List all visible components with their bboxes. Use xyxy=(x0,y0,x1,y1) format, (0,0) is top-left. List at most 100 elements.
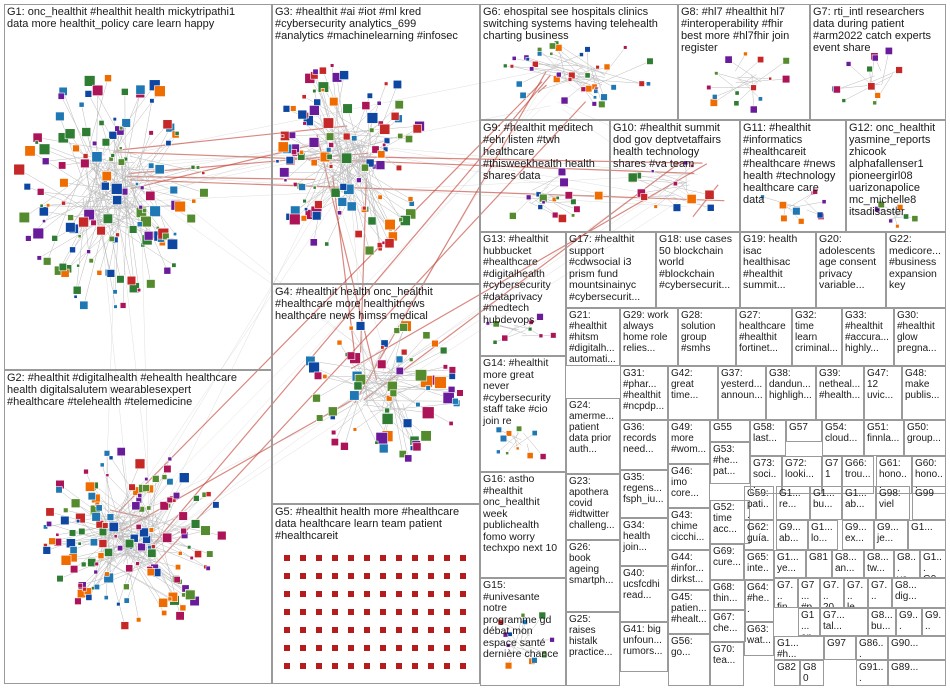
group-box-g7: G7: rti_intl researchers data during pat… xyxy=(810,4,946,120)
group-label-g75: G7... tal... xyxy=(823,610,865,632)
group-label-g106: G1... G9... xyxy=(923,552,943,578)
group-label-g54: G54: cloud... xyxy=(825,422,861,444)
group-label-g38: G38: dandun... highligh... xyxy=(769,368,813,401)
group-label-g15: G15: #univesante notre programme gd déba… xyxy=(483,580,563,661)
group-box-g62: G62: guía... xyxy=(744,520,774,550)
group-box-g79: G7... xyxy=(868,578,892,608)
group-label-g78: G7... le... xyxy=(847,580,865,608)
group-label-g95: G9... xyxy=(925,610,943,632)
group-box-g49: G49: more #wom... xyxy=(668,420,710,464)
group-box-g41: G41: big unfoun... rumors... xyxy=(620,622,668,672)
group-box-g93: G9... je... xyxy=(874,520,908,550)
group-label-g85: G8... dig... xyxy=(895,580,943,602)
group-box-g82: G82 xyxy=(774,660,800,686)
group-box-g83: G8... yo... xyxy=(894,550,920,578)
group-box-g43: G43: chime cicchi... xyxy=(668,508,710,550)
group-label-g46: G46: imo core... xyxy=(671,466,707,499)
group-label-g13: G13: #healthit hubbucket #healthcare #di… xyxy=(483,234,563,326)
group-box-g24: G24: amerme... patient data prior auth..… xyxy=(566,398,620,474)
group-label-g23: G23: apothera covid #idtwitter challeng.… xyxy=(569,476,617,531)
group-label-g56: G56: go... xyxy=(671,636,707,658)
group-label-g102: G1... bu... xyxy=(813,488,839,510)
group-label-g66: G66: trou... xyxy=(845,458,871,480)
group-label-g47: G47: 12 uvic... xyxy=(867,368,899,401)
group-label-g31: G31: #phar... #healthit #ncpdp... xyxy=(623,368,665,412)
group-box-g34: G34: health join... xyxy=(620,518,668,566)
group-box-g67: G67: che... xyxy=(710,610,746,642)
group-box-g106: G1... G9... xyxy=(920,550,946,578)
group-label-g4: G4: #healthit health onc_healthit #healt… xyxy=(275,286,477,322)
group-box-g3: G3: #healthit #ai #iot #ml kred #cyberse… xyxy=(272,4,480,284)
group-label-g67: G67: che... xyxy=(713,612,743,634)
group-box-g37: G37: yesterd... announ... xyxy=(718,366,766,420)
group-label-g91: G91... xyxy=(859,662,885,684)
group-label-g76: G7... #p... xyxy=(801,580,817,608)
group-box-g22: G22: medicore... #business expansion key xyxy=(886,232,946,308)
group-label-g1: G1: onc_healthit #healthit health mickyt… xyxy=(7,6,269,30)
group-box-g92: G9... ex... xyxy=(842,520,874,550)
group-label-g5: G5: #healthit health more #healthcare da… xyxy=(275,506,477,542)
group-label-g42: G42: great time... xyxy=(671,368,715,401)
group-label-g33: G33: #healthit #accura... highly... xyxy=(845,310,891,354)
group-box-g12: G12: onc_healthit yasmine_reports zhicoo… xyxy=(846,120,946,232)
group-box-g65: G65: inte... xyxy=(744,550,774,580)
group-box-g108: G1... lo... xyxy=(808,520,838,550)
group-label-g40: G40: ucsfcdhi read... xyxy=(623,568,665,601)
group-box-g23: G23: apothera covid #idtwitter challeng.… xyxy=(566,474,620,540)
group-label-g20: G20: adolescents age consent privacy var… xyxy=(819,234,883,292)
group-box-g58: G58: last... xyxy=(750,420,786,456)
group-label-g93: G9... je... xyxy=(877,522,905,544)
group-label-g14: G14: #healthit more great never #cyberse… xyxy=(483,358,563,427)
group-box-g14: G14: #healthit more great never #cyberse… xyxy=(480,356,566,472)
group-label-g19: G19: health isac healthisac #healthit su… xyxy=(743,234,813,292)
group-box-g78: G7... le... xyxy=(844,578,868,608)
group-box-g85: G8... dig... xyxy=(892,578,946,608)
group-box-g30: G30: #healthit glow pregna... xyxy=(894,308,946,366)
group-box-g90: G90... xyxy=(888,636,946,660)
group-label-g71: G71 xyxy=(825,458,839,480)
group-label-g82: G82 xyxy=(777,662,797,673)
group-box-g5: G5: #healthit health more #healthcare da… xyxy=(272,504,480,684)
group-box-g39: G39: netheal... #health... xyxy=(816,366,864,420)
group-box-g86: G86... xyxy=(856,636,888,660)
group-label-g17: G17: #healthit support #cdwsocial i3 pri… xyxy=(569,234,653,303)
group-label-g18: G18: use cases 50 blockchain world #bloc… xyxy=(659,234,737,292)
group-label-g30: G30: #healthit glow pregna... xyxy=(897,310,943,354)
group-box-g55: G55 xyxy=(710,420,750,442)
group-box-g15: G15: #univesante notre programme gd déba… xyxy=(480,578,566,686)
group-label-g12: G12: onc_healthit yasmine_reports zhicoo… xyxy=(849,122,943,218)
group-box-g70: G70: tea... xyxy=(710,642,744,686)
group-label-g26: G26: book ageing smartph... xyxy=(569,542,617,586)
group-box-g102: G1... bu... xyxy=(810,486,842,520)
group-box-g51: G51: finnla... xyxy=(864,420,904,456)
group-label-g52: G52: time acc... xyxy=(713,502,747,535)
group-label-g65: G65: inte... xyxy=(747,552,771,580)
group-box-g91: G91... xyxy=(856,660,888,686)
group-label-g48: G48: make publis... xyxy=(905,368,943,401)
group-label-g24: G24: amerme... patient data prior auth..… xyxy=(569,400,617,455)
group-label-g69: G69: cure... xyxy=(713,546,741,568)
group-box-g64: G64: #he... xyxy=(744,580,774,622)
group-label-g39: G39: netheal... #health... xyxy=(819,368,861,401)
group-label-g99: G99 xyxy=(915,488,943,499)
group-box-g69: G69: cure... xyxy=(710,544,744,580)
group-box-g57: G57 xyxy=(786,420,822,442)
group-box-g54: G54: cloud... xyxy=(822,420,864,456)
group-box-g103: G1... ab... xyxy=(842,486,876,520)
group-label-g6: G6: ehospital see hospitals clinics swit… xyxy=(483,6,675,42)
group-box-g19: G19: health isac healthisac #healthit su… xyxy=(740,232,816,308)
group-label-g34: G34: health join... xyxy=(623,520,665,553)
group-box-g9: G9: #healthit meditech #ehr listen #twh … xyxy=(480,120,610,232)
group-box-g94: G9... xyxy=(896,608,922,636)
group-label-g3: G3: #healthit #ai #iot #ml kred #cyberse… xyxy=(275,6,477,42)
group-box-g38: G38: dandun... highligh... xyxy=(766,366,816,420)
group-box-g36: G36: records need... xyxy=(620,420,668,470)
group-label-g96: G9... ab... xyxy=(779,522,805,544)
group-label-g49: G49: more #wom... xyxy=(671,422,707,455)
group-box-g48: G48: make publis... xyxy=(902,366,946,420)
group-label-g63: G63: wat... xyxy=(747,624,771,646)
group-label-g53: G53: #he... pat... xyxy=(713,444,747,477)
group-box-g18: G18: use cases 50 blockchain world #bloc… xyxy=(656,232,740,308)
group-label-g29: G29: work always home role relies... xyxy=(623,310,675,354)
group-box-g77: G7... 20... xyxy=(820,578,844,608)
